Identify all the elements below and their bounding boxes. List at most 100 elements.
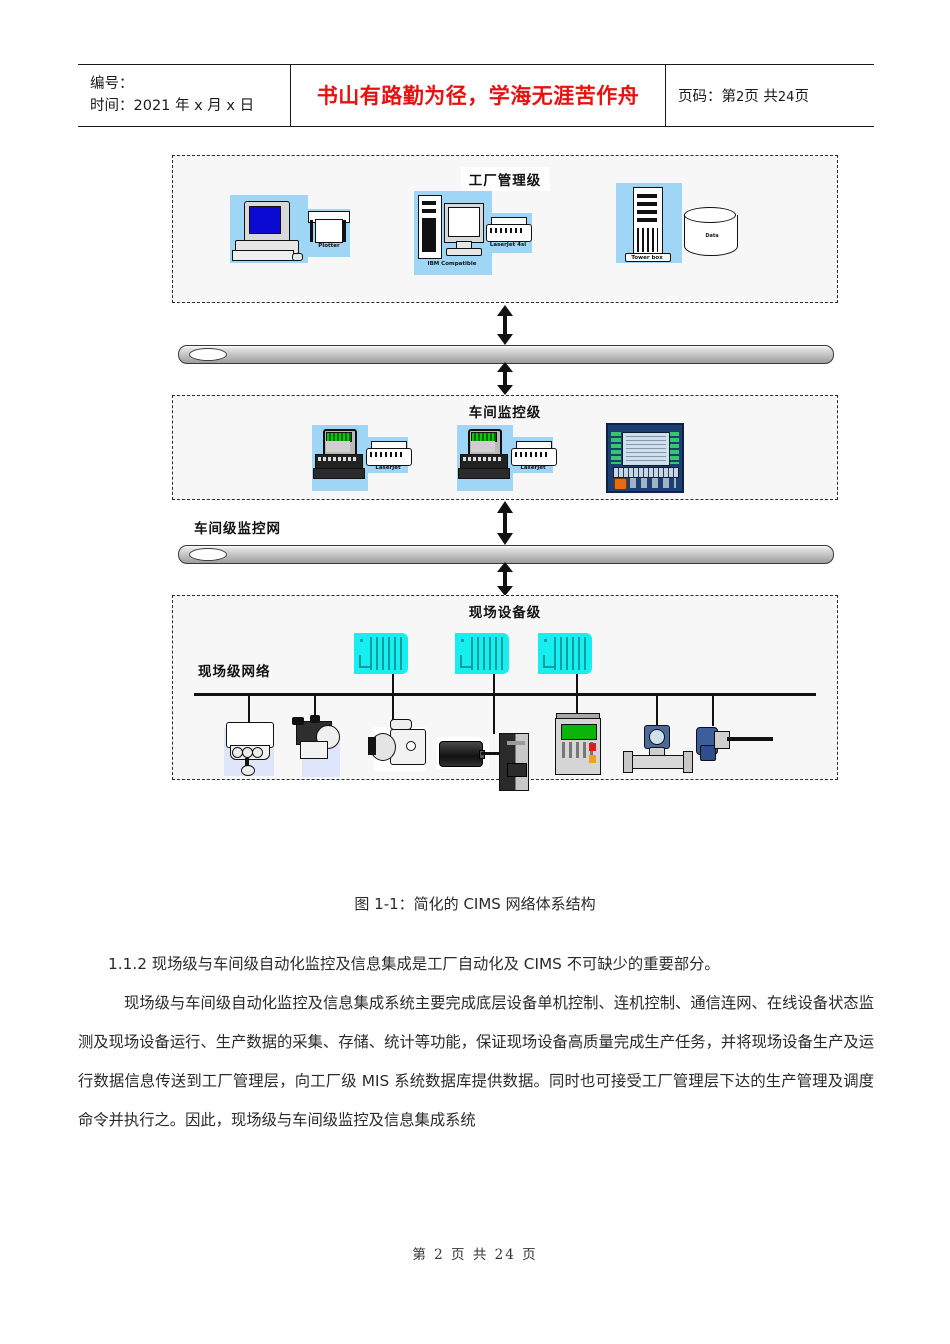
page-current: 2 xyxy=(736,89,745,105)
terminal-display xyxy=(561,724,597,740)
header-number-label: 编号： xyxy=(90,76,134,92)
transmitter-probe xyxy=(727,737,773,741)
server-tower xyxy=(633,187,663,257)
server-bay xyxy=(637,194,657,198)
valve-actuator-housing xyxy=(226,722,274,748)
plotter-sheet xyxy=(315,219,343,243)
valve-gear xyxy=(252,747,263,758)
operator-terminal xyxy=(554,713,604,777)
plc-led xyxy=(544,639,547,642)
header-date-label: 时间：2021 年 x 月 x 日 xyxy=(90,98,255,115)
server-bay xyxy=(637,202,657,206)
terminal-base xyxy=(458,468,510,479)
field-level-network-bus xyxy=(194,693,816,697)
band-field-device xyxy=(172,595,838,780)
rotary-valve xyxy=(368,717,430,777)
shop-network-label: 车间级监控网 xyxy=(194,521,281,537)
shop-terminal-group-1: LaserJet xyxy=(312,425,412,493)
header-page-info: 页码：第2页 共24页 xyxy=(665,64,874,127)
alarm-indicator-yellow xyxy=(589,755,596,763)
terminal-panel xyxy=(555,718,601,775)
valve-stem xyxy=(245,758,249,767)
band-title-factory: 工厂管理级 xyxy=(460,167,550,191)
server-vents xyxy=(637,228,658,252)
hmi-function-buttons xyxy=(630,478,676,488)
arrow-shop-to-shopnet xyxy=(497,501,513,545)
plc-module xyxy=(538,633,592,674)
hmi-keypad xyxy=(613,467,679,478)
page-suffix: 页 xyxy=(794,88,809,105)
flow-flange xyxy=(683,751,693,773)
hmi-display-content xyxy=(626,436,666,462)
drive-display xyxy=(507,763,527,777)
printer-body xyxy=(511,448,557,466)
document-body: 1.1.2 现场级与车间级自动化监控及信息集成是工厂自动化及 CIMS 不可缺少… xyxy=(78,945,874,1140)
server-bay xyxy=(637,218,657,222)
field-network-label: 现场级网络 xyxy=(198,664,271,680)
monitor-foot xyxy=(446,248,482,256)
alarm-indicator-red xyxy=(589,743,596,751)
pc-tower-case xyxy=(418,195,442,259)
page-info-prefix: 页码：第 xyxy=(678,88,736,105)
terminal-keys xyxy=(318,457,358,461)
flow-pipe-body xyxy=(630,755,686,769)
servo-motor xyxy=(439,741,483,767)
server-base xyxy=(625,253,671,262)
plc-drop-line xyxy=(493,674,495,694)
printer-slot xyxy=(370,452,404,457)
tower-front-panel xyxy=(422,218,436,252)
device-drop-line xyxy=(656,696,658,728)
keyboard-icon xyxy=(232,250,294,261)
printer-slot xyxy=(515,452,549,457)
plc-led xyxy=(461,639,464,642)
plotter-leg xyxy=(310,220,313,242)
desktop-pc-label: IBM Compatible xyxy=(427,261,477,267)
plc-led xyxy=(360,639,363,642)
printer-body xyxy=(486,224,532,242)
printer-label: LaserJet xyxy=(375,465,401,471)
terminal-lower-bezel xyxy=(471,441,495,452)
flow-flange xyxy=(623,751,633,773)
terminal-base xyxy=(313,468,365,479)
flow-dial xyxy=(649,729,665,745)
printer-label: LaserJet 4si xyxy=(489,242,527,248)
valve-handwheel xyxy=(241,765,255,776)
plotter-leg xyxy=(343,220,346,242)
plc-slot xyxy=(543,655,554,668)
monitor-screen xyxy=(249,206,281,234)
document-header-table: 编号： 时间：2021 年 x 月 x 日 书山有路勤为径，学海无涯苦作舟 页码… xyxy=(78,64,874,127)
page-mid: 页 共 xyxy=(744,88,778,105)
shop-terminal-group-2: LaserJet xyxy=(457,425,557,493)
header-motto: 书山有路勤为径，学海无涯苦作舟 xyxy=(290,64,666,127)
pneumatic-actuator xyxy=(290,715,348,777)
server-label: Tower box xyxy=(631,255,663,261)
page-footer: 第 2 页 共 24 页 xyxy=(412,1247,538,1263)
arrow-shopnet-to-field xyxy=(497,562,513,596)
servo-motor-drive xyxy=(437,733,547,795)
hmi-display xyxy=(622,432,670,466)
desktop-pc-printer-group: LaserJet 4si IBM Compatible xyxy=(414,191,538,279)
body-paragraph-1: 1.1.2 现场级与车间级自动化监控及信息集成是工厂自动化及 CIMS 不可缺少… xyxy=(108,955,720,973)
motor-cable xyxy=(481,752,505,755)
plc-fins xyxy=(554,637,588,670)
plc-fins xyxy=(370,637,404,670)
server-database-group: Tower box Data xyxy=(616,183,742,275)
body-paragraph-2: 现场级与车间级自动化监控及信息集成系统主要完成底层设备单机控制、连机控制、通信连… xyxy=(78,994,874,1129)
control-valve xyxy=(220,720,282,780)
hmi-left-softkeys xyxy=(611,432,621,464)
actuator-port xyxy=(310,715,320,723)
printer-slot xyxy=(490,228,524,233)
emergency-stop-button xyxy=(614,478,627,490)
valve-indicator xyxy=(406,741,416,751)
database-cylinder: Data xyxy=(684,207,740,263)
device-drop-line xyxy=(392,696,394,730)
device-drop-line xyxy=(712,696,714,726)
database-top xyxy=(684,207,736,223)
mouse-icon xyxy=(292,253,303,261)
band-title-field: 现场设备级 xyxy=(468,605,542,621)
flow-meter xyxy=(622,723,700,779)
device-drop-line xyxy=(493,696,495,734)
drive-bay xyxy=(422,209,436,213)
server-bay xyxy=(637,210,657,214)
terminal-keypad-rows xyxy=(562,742,594,758)
